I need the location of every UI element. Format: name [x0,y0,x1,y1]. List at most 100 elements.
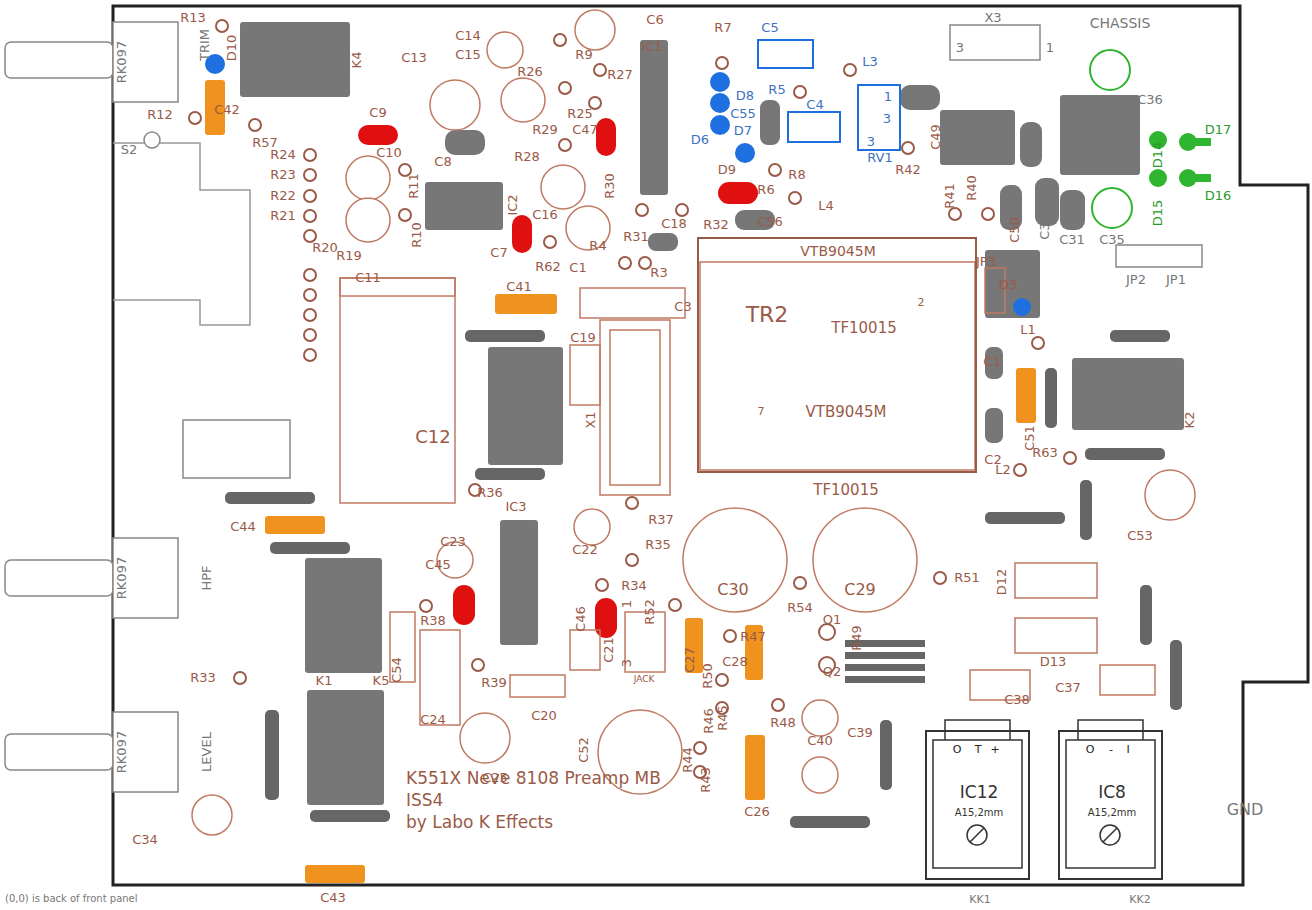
part-label: R49 [850,625,864,651]
part-label: 3 [956,41,964,55]
part-outlines [340,262,1155,725]
part-label: C23 [440,535,466,549]
part-label: IC2 [506,194,520,215]
part-label: R39 [481,676,507,690]
part-label: KK1 [969,894,990,906]
part-label: D10 [225,35,239,62]
film-capacitors [205,80,1036,883]
part-label: K5 [373,674,390,688]
part-label: C41 [506,280,532,294]
resistors [225,330,1182,828]
heatsink-size: A15,2mm [955,807,1004,818]
part-label: C12 [415,427,450,447]
part-label: R28 [514,150,540,164]
part-label: C1 [983,355,1000,369]
part-label: K1 [316,674,333,688]
part-label: C21 [602,637,616,663]
part-label: R42 [895,163,921,177]
part-label: C38 [1004,693,1030,707]
part-label: C43 [320,891,346,905]
part-label: C52 [577,737,591,763]
part-label: R50 [701,663,715,689]
heatsink-size: A15,2mm [1088,807,1137,818]
blue-outlines [758,40,900,150]
part-label: IC1 [641,40,662,54]
part-label: 1 [620,600,634,608]
part-label: X1 [584,411,598,428]
part-label: C13 [401,51,427,65]
part-label: Q1 [823,613,842,627]
part-label: JP3 [976,255,996,269]
part-label: K4 [350,52,364,69]
part-label: D12 [995,569,1009,596]
part-label: R33 [190,671,216,685]
part-label: D6 [691,133,709,147]
part-label: RK097 [115,557,129,599]
part-name: IC8 [1098,783,1126,802]
part-label: R8 [788,168,805,182]
part-label: D14 [1151,142,1165,169]
part-label: C20 [531,709,557,723]
part-label: R9 [575,48,592,62]
part-label: O [953,744,962,756]
part-label: IC3 [505,500,526,514]
part-label: C37 [1055,681,1081,695]
part-label: R5 [768,83,785,97]
part-label: JACK [634,675,655,685]
part-label: C34 [132,833,158,847]
connectors [950,25,1202,267]
ic-relay-parts [240,22,1184,805]
part-label: JP2 [1126,273,1146,287]
board-text: ISS4 [406,791,443,810]
part-label: R11 [407,173,421,199]
part-label: C35 [1099,233,1125,247]
part-label: Q2 [823,665,842,679]
part-label: KK2 [1129,894,1150,906]
part-label: R3 [650,266,667,280]
part-name: TR2 [746,303,789,327]
part-label: C46 [574,606,588,632]
part-label: D8 [736,89,754,103]
part-value: TF10015 [813,482,879,499]
part-label: R38 [420,614,446,628]
part-label: C8 [434,155,451,169]
part-label: R41 [943,183,957,209]
blue-diodes [205,54,1031,316]
part-label: C5 [761,21,778,35]
part-label: T [975,744,982,756]
part-label: C26 [744,805,770,819]
part-label: R51 [954,571,980,585]
part-label: R62 [535,260,561,274]
part-label: R32 [703,218,729,232]
electrolytic-capacitors [192,10,1195,835]
part-label: R4 [589,239,606,253]
part-label: C56 [757,215,783,229]
part-label: GND [1227,801,1264,819]
part-label: C6 [646,13,663,27]
part-label: JP1 [1166,273,1186,287]
part-label: HPF [200,565,214,590]
part-label: C15 [455,48,481,62]
part-label: D17 [1205,123,1232,137]
part-label: C47 [572,123,598,137]
part-label: 3 [620,659,634,667]
part-label: C55 [730,107,756,121]
part-label: C42 [214,103,240,117]
part-label: 3 [867,135,875,149]
part-label: 3 [883,112,891,126]
green-leds [1149,131,1211,187]
part-label: + [990,744,999,756]
part-label: C54 [390,657,404,683]
part-label: R43 [699,767,713,793]
part-label: RK097 [115,731,129,773]
part-label: RV1 [867,151,893,165]
part-label: R24 [270,148,296,162]
part-label: R26 [517,65,543,79]
part-label: C36 [1137,93,1163,107]
part-label: R52 [643,599,657,625]
part-label: O [1086,744,1095,756]
board-outline [113,6,1308,885]
part-label: TRIM [198,29,212,61]
part-label: C16 [532,208,558,222]
part-label: C28 [722,655,748,669]
